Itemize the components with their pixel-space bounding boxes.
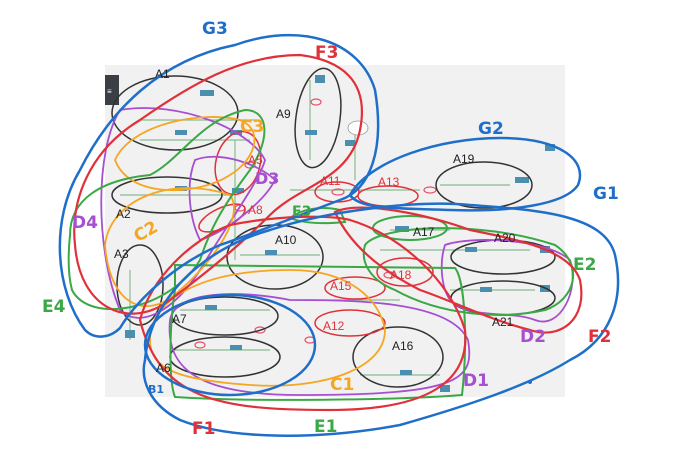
a18-outline [376,257,434,287]
label-a11: A11 [320,174,341,188]
switch-device[interactable] [205,305,217,310]
g2-outline [348,136,582,212]
cloud-icon [347,120,369,136]
g3-outline [58,33,380,338]
a2-outline [111,176,223,214]
label-d4: D4 [72,213,98,233]
label-a7: A7 [172,312,187,326]
label-d3: D3 [255,169,279,188]
a1-outline [111,75,239,151]
f1-outline [138,215,467,412]
a3-outline [116,244,164,326]
label-a2: A2 [116,207,131,221]
a16-outline [352,326,444,388]
switch-device[interactable] [175,130,187,135]
pc-device[interactable] [440,385,450,392]
g-group-outlines [58,33,620,437]
pc-device[interactable] [315,75,325,83]
e1-outline [169,263,467,401]
f-group-outlines [73,53,583,412]
label-b1: B1 [148,383,164,396]
switch-device[interactable] [480,287,492,292]
pc-device[interactable] [545,144,555,151]
label-g1: G1 [593,184,619,204]
a12-outline [314,309,386,337]
switch-device[interactable] [200,90,214,96]
label-d2: D2 [520,327,546,347]
f3-outline [73,53,363,315]
a15-outline [324,276,386,300]
label-e4: E4 [42,297,66,317]
group-labels: G3 G2 G1 F3 F2 F1 E1 E2 E3 E4 D1 D2 D3 D… [42,19,619,439]
label-a1: A1 [155,67,170,81]
label-a8: A8 [248,203,263,217]
f2-outline [333,206,583,334]
a19-outline [435,161,533,209]
label-a12: A12 [323,319,345,333]
label-e2: E2 [573,255,596,275]
e2-outline [362,227,574,316]
e-group-outlines [67,108,574,401]
node-labels: A1 A2 A3 A9 A10 A19 A20 A21 A17 A7 A6 A1… [114,67,516,375]
d1-outline [168,293,471,396]
pc-device[interactable] [125,330,135,338]
label-a18: A18 [390,268,412,282]
label-c3: C3 [240,117,264,137]
switch-device[interactable] [465,247,477,252]
label-f2: F2 [588,327,611,347]
label-f1: F1 [192,419,215,439]
switch-device[interactable] [515,177,529,183]
switch-device[interactable] [395,226,409,232]
label-e3: E3 [292,204,311,220]
label-c1: C1 [330,375,354,395]
menu-tab[interactable] [105,75,119,105]
label-a16: A16 [392,339,414,353]
link-markers [194,98,437,349]
menu-icon[interactable]: ≡ [107,87,112,96]
c3-outline [114,116,256,192]
label-a5: A5 [248,153,263,167]
label-a19: A19 [453,152,475,166]
stray-dot [528,380,532,384]
switch-device[interactable] [232,188,244,193]
c2-outline [104,187,235,307]
label-a15: A15 [330,279,352,293]
label-a3: A3 [114,247,129,261]
b1-outline [143,293,317,397]
label-e1: E1 [314,417,337,437]
switch-device[interactable] [400,370,412,375]
label-g2: G2 [478,119,504,139]
e3-outline [288,207,347,225]
label-a13: A13 [378,175,400,189]
c-group-outlines [104,116,386,387]
switch-device[interactable] [265,250,277,255]
d3-outline [188,155,277,242]
a9-outline [294,67,342,169]
label-a17: A17 [413,225,435,239]
label-a6: A6 [156,361,171,375]
g1-outline [142,202,620,437]
label-a9: A9 [276,107,291,121]
switch-device[interactable] [230,345,242,350]
router-device[interactable] [345,140,355,146]
label-a20: A20 [494,231,516,245]
label-a10: A10 [275,233,297,247]
label-a21: A21 [492,315,514,329]
label-d1: D1 [463,371,489,391]
c1-outline [149,269,386,387]
e4-outline [67,108,266,311]
switch-device[interactable] [305,130,317,135]
label-g3: G3 [202,19,228,39]
label-f3: F3 [315,43,338,63]
